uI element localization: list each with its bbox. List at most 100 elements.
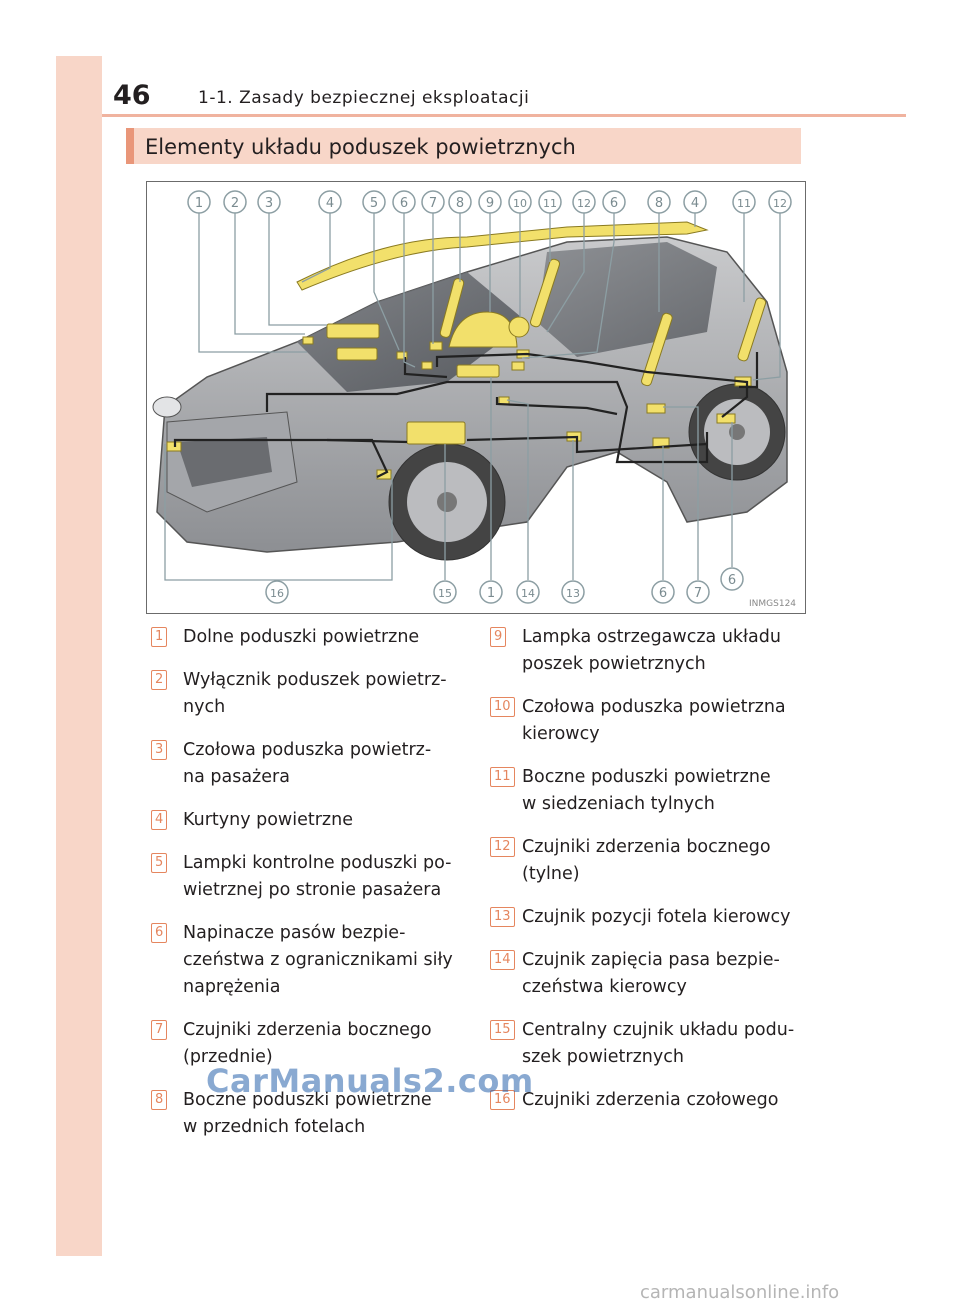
legend-text: Lampka ostrzegawcza układu poszek powiet… — [522, 627, 781, 674]
legend-text: Napinacze pasów bezpie- czeństwa z ogran… — [183, 923, 453, 997]
car-illustration — [152, 236, 788, 561]
callout-15: 15 — [433, 580, 457, 604]
svg-text:7: 7 — [694, 586, 702, 601]
callout-9: 9 — [478, 190, 502, 214]
legend-item-1: 1 Dolne poduszki powietrzne — [146, 624, 462, 651]
callout-6b: 6 — [602, 190, 626, 214]
page-number: 46 — [113, 80, 151, 111]
legend-item-12: 12 Czujniki zderzenia bocznego (tylne) — [485, 834, 801, 888]
svg-text:2: 2 — [231, 196, 239, 211]
section-title: Elementy układu poduszek powietrznych — [126, 128, 801, 164]
svg-text:9: 9 — [486, 196, 494, 211]
legend-right-column: 9 Lampka ostrzegawcza układu poszek powie… — [485, 624, 801, 1130]
svg-text:16: 16 — [270, 587, 284, 600]
figure-code: INMGS124 — [749, 599, 796, 609]
legend-text: Centralny czujnik układu podu- szek powi… — [522, 1020, 795, 1067]
chapter-title: 1-1. Zasady bezpiecznej eksploatacji — [198, 88, 530, 108]
svg-text:14: 14 — [521, 587, 535, 600]
callout-5: 5 — [362, 190, 386, 214]
svg-text:8: 8 — [655, 196, 663, 211]
callout-7b: 7 — [686, 580, 710, 604]
legend-text: Boczne poduszki powietrzne w przednich f… — [183, 1090, 432, 1137]
legend-item-4: 4 Kurtyny powietrzne — [146, 807, 462, 834]
svg-text:6: 6 — [400, 196, 408, 211]
svg-text:6: 6 — [610, 196, 618, 211]
legend-number: 6 — [151, 923, 168, 943]
callout-6c: 6 — [651, 580, 675, 604]
callout-11b: 11 — [732, 190, 756, 214]
legend-text: Boczne poduszki powietrzne w siedzeniach… — [522, 767, 771, 814]
legend-item-16: 16 Czujniki zderzenia czołowego — [485, 1087, 801, 1114]
legend-number: 14 — [490, 950, 515, 970]
legend-text: Czujniki zderzenia bocznego (tylne) — [522, 837, 771, 884]
legend-item-7: 7 Czujniki zderzenia bocznego (przednie) — [146, 1017, 462, 1071]
svg-text:6: 6 — [728, 573, 736, 588]
legend-number: 3 — [151, 740, 168, 760]
legend-text: Kurtyny powietrzne — [183, 810, 353, 830]
legend-number: 5 — [151, 853, 168, 873]
legend-number: 7 — [151, 1020, 168, 1040]
callout-6: 6 — [392, 190, 416, 214]
callout-2: 2 — [223, 190, 247, 214]
airbag-diagram: 1 2 3 4 5 6 7 8 9 10 11 12 6 8 4 11 12 1… — [146, 181, 806, 614]
callout-1b: 1 — [479, 580, 503, 604]
svg-text:7: 7 — [429, 196, 437, 211]
legend-number: 16 — [490, 1090, 515, 1110]
callout-10: 10 — [508, 190, 532, 214]
watermark: CarManuals2.com — [206, 1062, 534, 1100]
callout-14: 14 — [516, 580, 540, 604]
svg-text:13: 13 — [566, 587, 580, 600]
callout-13: 13 — [561, 580, 585, 604]
legend-item-6: 6 Napinacze pasów bezpie- czeństwa z ogra… — [146, 920, 462, 1001]
callout-1: 1 — [187, 190, 211, 214]
legend-text: Czujniki zderzenia bocznego (przednie) — [183, 1020, 432, 1067]
legend-item-9: 9 Lampka ostrzegawcza układu poszek powie… — [485, 624, 801, 678]
legend-item-11: 11 Boczne poduszki powietrzne w siedzenia… — [485, 764, 801, 818]
legend-number: 2 — [151, 670, 168, 690]
callout-12b: 12 — [768, 190, 792, 214]
callout-4: 4 — [318, 190, 342, 214]
legend-text: Wyłącznik poduszek powietrz- nych — [183, 670, 447, 717]
svg-text:4: 4 — [691, 196, 699, 211]
legend-number: 9 — [490, 627, 507, 647]
legend-item-14: 14 Czujnik zapięcia pasa bezpie- czeństwa… — [485, 947, 801, 1001]
svg-text:3: 3 — [265, 196, 273, 211]
svg-text:11: 11 — [543, 197, 557, 210]
callout-7: 7 — [421, 190, 445, 214]
legend-number: 13 — [490, 907, 515, 927]
legend-number: 1 — [151, 627, 168, 647]
legend-item-2: 2 Wyłącznik poduszek powietrz- nych — [146, 667, 462, 721]
callout-16: 16 — [265, 580, 289, 604]
callout-3: 3 — [257, 190, 281, 214]
svg-text:12: 12 — [577, 197, 591, 210]
legend-number: 12 — [490, 837, 515, 857]
legend-text: Czołowa poduszka powietrzna kierowcy — [522, 697, 786, 744]
legend-text: Lampki kontrolne poduszki po- wietrznej … — [183, 853, 452, 900]
legend-text: Czujniki zderzenia czołowego — [522, 1090, 779, 1110]
svg-text:1: 1 — [487, 586, 495, 601]
side-strip — [56, 56, 102, 1256]
footer-watermark: carmanualsonline.info — [640, 1282, 840, 1303]
legend-number: 8 — [151, 1090, 168, 1110]
legend-number: 15 — [490, 1020, 515, 1040]
legend-number: 11 — [490, 767, 515, 787]
legend-number: 4 — [151, 810, 168, 830]
legend-item-15: 15 Centralny czujnik układu podu- szek po… — [485, 1017, 801, 1071]
airbag-components — [166, 221, 767, 480]
callout-8: 8 — [448, 190, 472, 214]
svg-text:1: 1 — [195, 196, 203, 211]
callout-4b: 4 — [683, 190, 707, 214]
svg-text:4: 4 — [326, 196, 334, 211]
callout-12: 12 — [572, 190, 596, 214]
svg-text:6: 6 — [659, 586, 667, 601]
legend-text: Czujnik zapięcia pasa bezpie- czeństwa k… — [522, 950, 780, 997]
callout-11: 11 — [538, 190, 562, 214]
svg-text:15: 15 — [438, 587, 452, 600]
svg-text:5: 5 — [370, 196, 378, 211]
legend-item-8: 8 Boczne poduszki powietrzne w przednich … — [146, 1087, 462, 1141]
legend-text: Dolne poduszki powietrzne — [183, 627, 420, 647]
svg-text:8: 8 — [456, 196, 464, 211]
